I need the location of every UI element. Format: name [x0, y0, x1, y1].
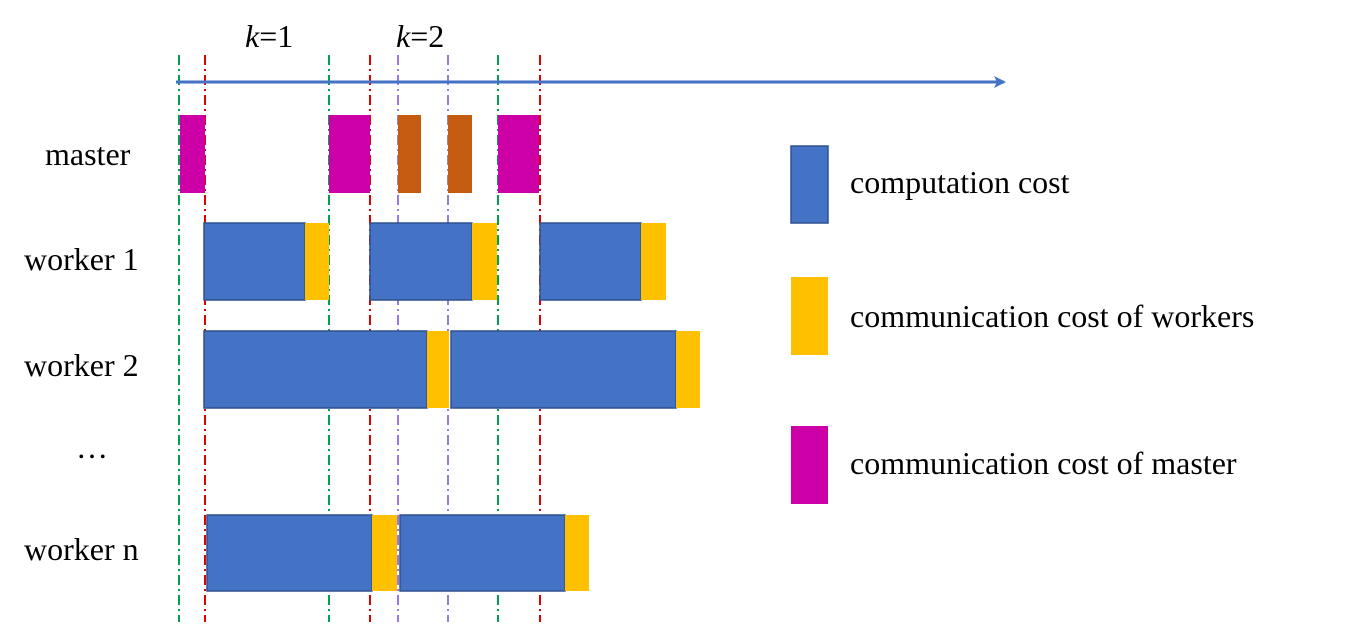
- master-comm-block: [498, 115, 539, 193]
- row-label-ellipsis: …: [76, 429, 108, 465]
- legend: computation cost communication cost of w…: [790, 145, 1254, 504]
- worker-comm-block: [472, 223, 497, 300]
- row-label-master: master: [45, 136, 131, 172]
- row-label-worker-n: worker n: [24, 531, 139, 567]
- iteration-label-k2: k=2: [396, 18, 444, 54]
- legend-swatch-worker-comm: [791, 277, 828, 355]
- master-extra-block: [448, 115, 472, 193]
- computation-block: [450, 330, 677, 409]
- worker-comm-block: [676, 331, 700, 408]
- worker-n-row: [206, 514, 589, 592]
- worker-2-row: [203, 330, 700, 409]
- legend-label-master-comm: communication cost of master: [850, 445, 1237, 481]
- worker-comm-block: [641, 223, 666, 300]
- iteration-label-k1: k=1: [245, 18, 293, 54]
- computation-block: [203, 330, 428, 409]
- master-row: [180, 115, 539, 193]
- legend-label-computation: computation cost: [850, 164, 1070, 200]
- worker-1-row: [203, 222, 666, 301]
- computation-block: [206, 514, 373, 592]
- master-comm-block: [329, 115, 370, 193]
- computation-block: [399, 514, 566, 592]
- row-label-worker-1: worker 1: [24, 241, 139, 277]
- legend-label-worker-comm: communication cost of workers: [850, 298, 1254, 334]
- computation-block: [539, 222, 642, 301]
- master-extra-block: [398, 115, 421, 193]
- computation-block: [369, 222, 473, 301]
- worker-comm-block: [565, 515, 589, 591]
- computation-block: [203, 222, 306, 301]
- worker-comm-block: [427, 331, 449, 408]
- row-label-worker-2: worker 2: [24, 347, 139, 383]
- master-comm-block: [180, 115, 205, 193]
- worker-comm-block: [372, 515, 397, 591]
- legend-swatch-computation: [790, 145, 829, 224]
- legend-swatch-master-comm: [791, 426, 828, 504]
- worker-comm-block: [305, 223, 329, 300]
